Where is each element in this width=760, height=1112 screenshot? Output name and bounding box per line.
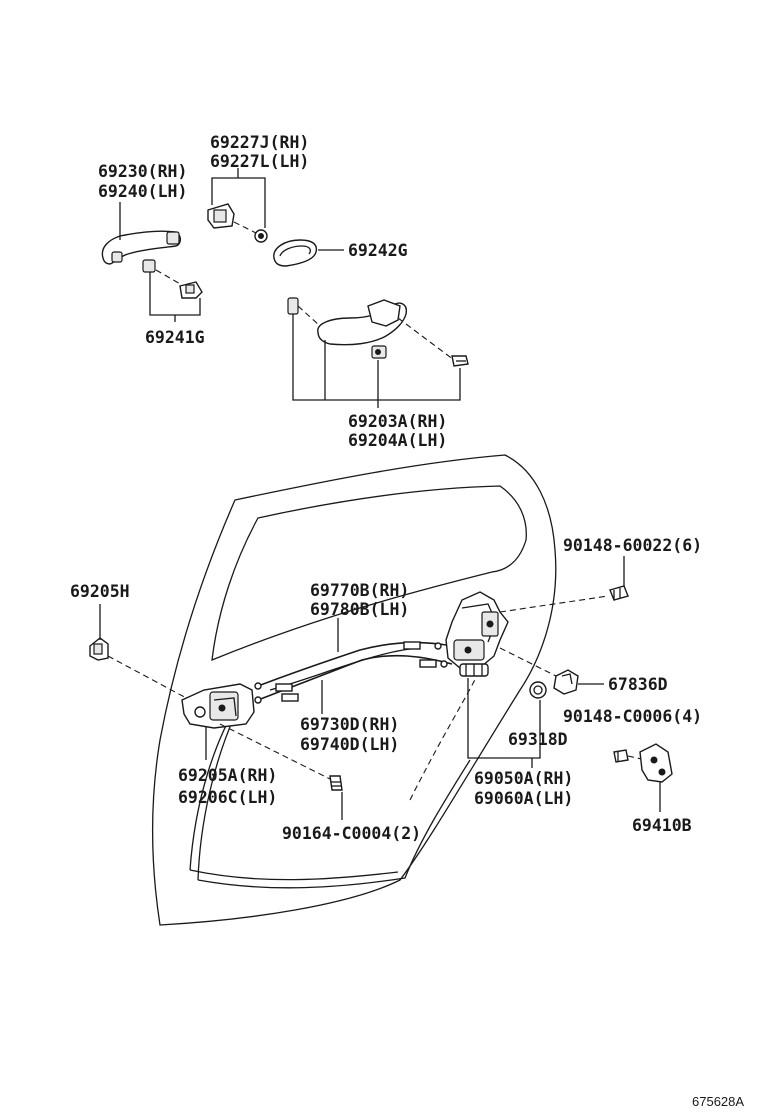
label-67836d: 67836D — [608, 675, 668, 694]
label-69227l: 69227L(LH) — [210, 152, 309, 171]
label-90164-c0004: 90164-C0004(2) — [282, 824, 421, 843]
figure-reference-number: 675628A — [692, 1094, 744, 1109]
screw-90164-c0004 — [329, 775, 343, 791]
bumper-69205h — [89, 637, 109, 661]
door-lock-assembly-69050a — [445, 591, 509, 677]
label-69050a: 69050A(RH) — [474, 769, 573, 788]
label-69205h: 69205H — [70, 582, 130, 601]
label-69205a: 69205A(RH) — [178, 766, 277, 785]
label-69230: 69230(RH) — [98, 162, 187, 181]
label-90148-c0006: 90148-C0006(4) — [563, 707, 702, 726]
label-69227j: 69227J(RH) — [210, 133, 309, 152]
label-69318d: 69318D — [508, 730, 568, 749]
label-69203a: 69203A(RH) — [348, 412, 447, 431]
label-69240: 69240(LH) — [98, 182, 187, 201]
screw-90148-60022 — [609, 585, 629, 601]
label-69740d: 69740D(LH) — [300, 735, 399, 754]
label-69780b: 69780B(LH) — [310, 600, 409, 619]
part-labels: 69227J(RH) 69227L(LH) 69230(RH) 69240(LH… — [70, 133, 702, 843]
door-striker-69410b — [639, 743, 673, 783]
cover-69318d — [529, 681, 547, 699]
screw-90148-c0006 — [613, 749, 629, 763]
handle-frame-69203a — [287, 297, 469, 367]
label-90148-60022: 90148-60022(6) — [563, 536, 702, 555]
inside-handle-69205a — [181, 683, 255, 729]
label-69206c: 69206C(LH) — [178, 788, 277, 807]
lock-cables — [254, 641, 453, 704]
handle-pad-69242g — [273, 239, 318, 267]
key-cylinder-cap-69227j — [207, 203, 268, 243]
grommet-67836d — [553, 669, 579, 695]
label-69242g: 69242G — [348, 241, 408, 260]
rear-door-outline — [151, 454, 557, 926]
label-69410b: 69410B — [632, 816, 692, 835]
label-69770b: 69770B(RH) — [310, 581, 409, 600]
label-69241g: 69241G — [145, 328, 205, 347]
label-69060a: 69060A(LH) — [474, 789, 573, 808]
label-69204a: 69204A(LH) — [348, 431, 447, 450]
label-69730d: 69730D(RH) — [300, 715, 399, 734]
outside-handle-69230 — [101, 230, 182, 265]
handle-clip-69241g — [142, 259, 203, 299]
